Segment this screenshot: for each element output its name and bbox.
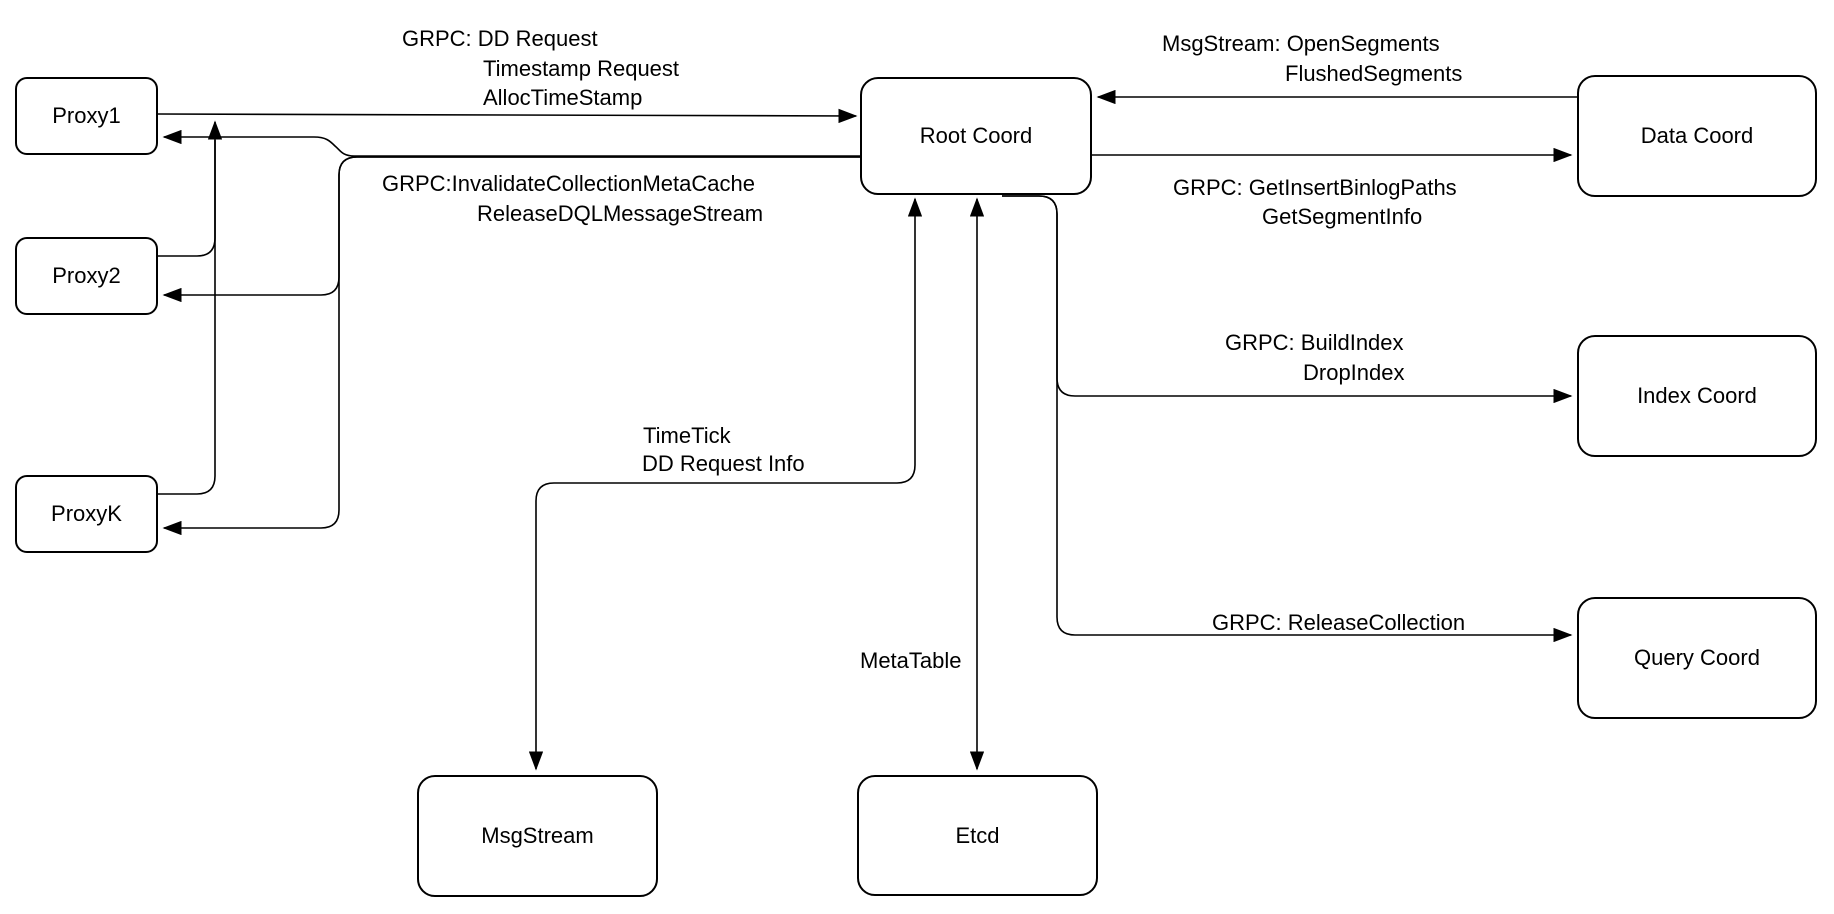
edge-label-root-to-proxies-line2: ReleaseDQLMessageStream — [477, 201, 764, 226]
node-proxy2: Proxy2 — [15, 237, 158, 315]
arrow-proxy1-to-rootcoord — [157, 108, 858, 124]
arrow-rootcoord-to-querycoord — [1002, 195, 1573, 643]
arrow-rootcoord-msgstream-bidirectional — [528, 197, 923, 771]
edge-label-data-to-root-line2: FlushedSegments — [1285, 61, 1463, 86]
node-etcd: Etcd — [857, 775, 1098, 896]
node-query-coord: Query Coord — [1577, 597, 1817, 719]
node-data-coord: Data Coord — [1577, 75, 1817, 197]
edge-label-data-to-root-line1: MsgStream: OpenSegments — [1162, 31, 1440, 56]
edge-label-root-to-data-line2: GetSegmentInfo — [1262, 204, 1423, 229]
edge-label-root-to-index-line2: DropIndex — [1303, 360, 1405, 385]
edge-label-proxy-to-root-line1: GRPC: DD Request — [402, 26, 598, 51]
node-proxy1: Proxy1 — [15, 77, 158, 155]
arrow-proxy2-merge-trunk — [158, 140, 216, 257]
node-msgstream: MsgStream — [417, 775, 658, 897]
edge-label-root-to-msgstream-line2: DD Request Info — [642, 451, 805, 476]
edge-label-root-to-index-line1: GRPC: BuildIndex — [1225, 330, 1404, 355]
edge-label-root-to-proxies-line1: GRPC:InvalidateCollectionMetaCache — [382, 171, 755, 196]
node-index-coord: Index Coord — [1577, 335, 1817, 457]
arrow-rootcoord-to-proxy1 — [162, 129, 860, 157]
edge-label-proxy-to-root-line2: Timestamp Request — [483, 56, 680, 81]
node-proxyk: ProxyK — [15, 475, 158, 553]
edge-label-root-to-data-line1: GRPC: GetInsertBinlogPaths — [1173, 175, 1457, 200]
arrow-rootcoord-to-proxyk — [162, 156, 860, 536]
node-root-coord: Root Coord — [860, 77, 1092, 195]
arrow-proxyk-merge-trunk — [158, 120, 223, 495]
edge-label-proxy-to-root-line3: AllocTimeStamp — [483, 85, 643, 110]
edge-label-root-to-query-line1: GRPC: ReleaseCollection — [1212, 610, 1466, 635]
edge-label-root-to-msgstream-line1: TimeTick — [643, 423, 731, 448]
edge-label-root-to-etcd-line1: MetaTable — [860, 648, 962, 673]
